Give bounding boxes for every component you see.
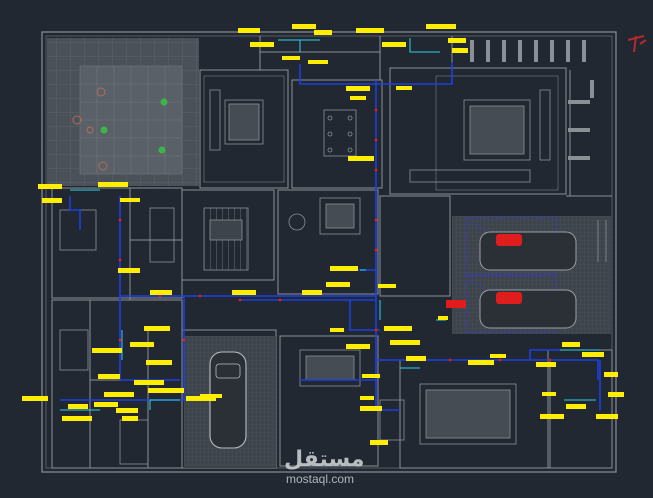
red-car-markers bbox=[446, 234, 522, 308]
red-markup-symbol bbox=[627, 35, 647, 53]
storage-racks bbox=[470, 40, 594, 160]
interior-walls bbox=[51, 36, 613, 469]
annotation-tags bbox=[22, 24, 624, 445]
watermark-logo: مستقل bbox=[284, 447, 365, 472]
furniture bbox=[59, 89, 551, 465]
garage-ramp bbox=[597, 220, 607, 262]
courtyard-grid bbox=[80, 66, 182, 174]
tree-icons bbox=[72, 87, 108, 171]
pipe-fittings bbox=[118, 108, 552, 362]
watermark-site: mostaql.com bbox=[286, 472, 355, 486]
cyan-branch-lines bbox=[60, 38, 600, 411]
carport-windshield bbox=[215, 363, 241, 379]
